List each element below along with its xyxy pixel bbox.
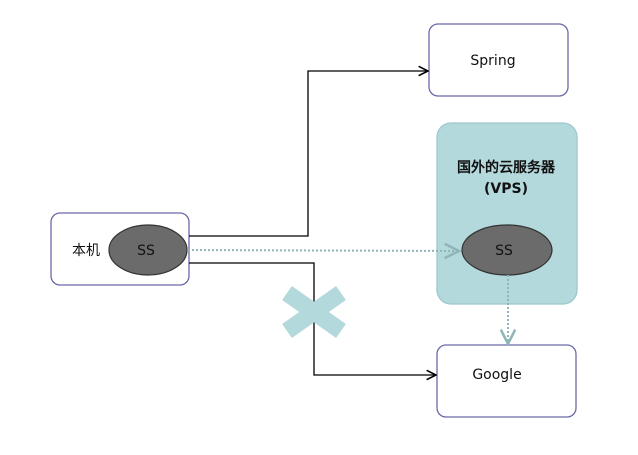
vps-node: 国外的云服务器 (VPS) SS	[436, 122, 578, 305]
connector-local-to-spring	[189, 71, 428, 237]
google-label: Google	[472, 367, 521, 383]
spring-label: Spring	[470, 53, 515, 69]
local-ss-label: SS	[137, 243, 155, 259]
local-ss-ellipse	[108, 224, 188, 276]
google-node: Google	[436, 344, 577, 418]
spring-box	[428, 23, 569, 97]
tunnel-local-to-vps	[187, 250, 459, 251]
blocked-cross-icon	[282, 286, 346, 338]
spring-node: Spring	[428, 23, 569, 97]
local-node: 本机 SS	[50, 212, 190, 286]
vps-subtitle: (VPS)	[484, 181, 528, 197]
vps-title: 国外的云服务器	[457, 159, 556, 176]
local-label: 本机	[72, 243, 100, 259]
vps-ss-label: SS	[495, 243, 513, 259]
